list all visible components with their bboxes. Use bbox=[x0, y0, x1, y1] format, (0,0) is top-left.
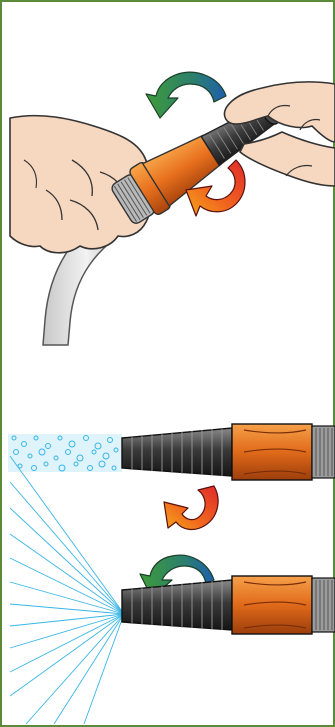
rotate-counterclockwise-arrow-icon bbox=[145, 71, 227, 119]
nozzle-icon bbox=[121, 575, 335, 635]
mist-spray-icon bbox=[8, 434, 122, 472]
nozzle-icon bbox=[121, 423, 335, 481]
nozzle-icon bbox=[111, 101, 280, 224]
panel-twist-nozzle bbox=[9, 71, 335, 346]
rotate-clockwise-arrow-icon bbox=[185, 159, 246, 217]
rotate-clockwise-arrow-icon bbox=[163, 485, 219, 531]
panel-spray-modes bbox=[0, 390, 335, 727]
hand-right-icon bbox=[223, 81, 335, 187]
fan-spray-icon bbox=[9, 455, 125, 725]
